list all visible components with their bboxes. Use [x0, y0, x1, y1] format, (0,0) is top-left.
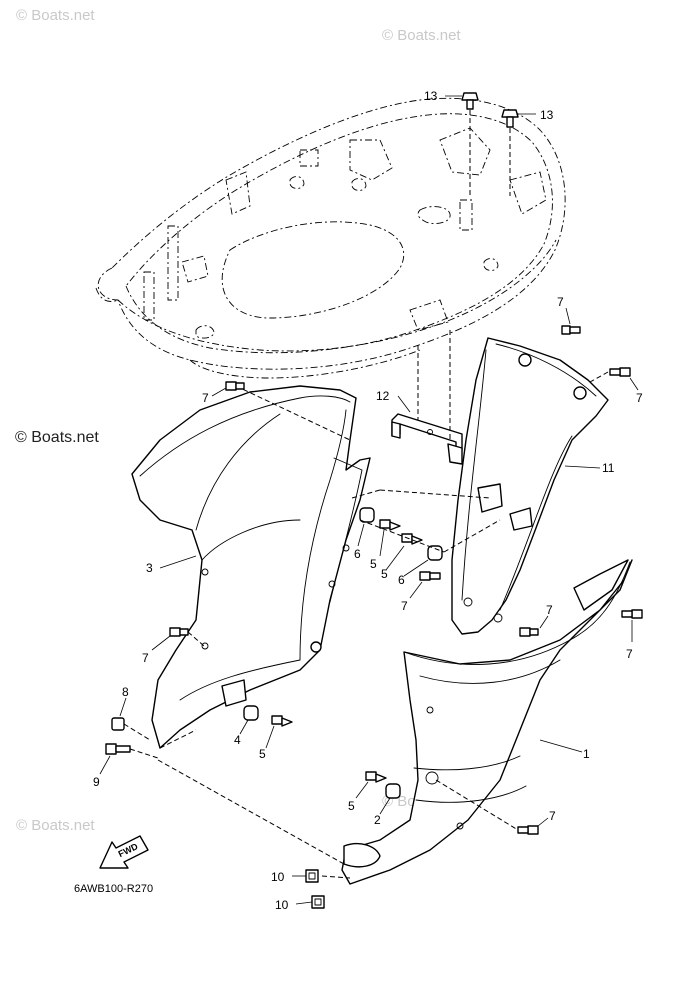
grommet-2: [385, 783, 401, 799]
grommet-4: [243, 705, 259, 721]
bolt-13-right: [501, 109, 519, 128]
grommet-6-upper: [359, 507, 375, 523]
callout-10a: 10: [271, 870, 285, 884]
callout-6b: 6: [398, 573, 405, 587]
callout-2: 2: [374, 813, 381, 827]
callout-4: 4: [234, 733, 241, 747]
callout-13b: 13: [540, 108, 554, 122]
callout-5d: 5: [348, 799, 355, 813]
outer-bottom-cover-1: [341, 559, 633, 885]
callout-7-right-upper: 7: [636, 391, 643, 405]
clip-10-a: [305, 869, 319, 883]
callout-1: 1: [583, 747, 590, 761]
bolt-7-mid: [419, 571, 441, 581]
diagram-code: 6AWB100-R270: [74, 883, 153, 895]
bolt-7-right-mid: [519, 627, 539, 637]
right-inner-cover-11: [451, 337, 609, 635]
nut-8: [111, 717, 125, 731]
callout-11: 11: [602, 461, 615, 475]
screw-5-upper-b: [401, 533, 423, 545]
callout-7-top-right: 7: [557, 295, 564, 309]
callout-7-left-upper: 7: [202, 391, 209, 405]
callout-8: 8: [122, 685, 129, 699]
callout-13a: 13: [424, 89, 438, 103]
clip-10-b: [311, 895, 325, 909]
callout-7-left-mid: 7: [142, 651, 149, 665]
bolt-13-left: [461, 92, 479, 110]
fwd-arrow-icon: FWD: [99, 835, 149, 869]
screw-5-upper-a: [379, 519, 401, 531]
left-inner-cover-3: [131, 385, 371, 749]
callout-12: 12: [376, 389, 390, 403]
screw-5-left: [271, 715, 293, 727]
callout-5a: 5: [370, 557, 377, 571]
callout-6a: 6: [354, 547, 361, 561]
watermark-left-middle: © Boats.net: [15, 429, 99, 446]
watermark-bottom-left: © Boats.net: [16, 817, 95, 834]
callout-10b: 10: [275, 898, 289, 912]
callout-7-mid: 7: [401, 599, 408, 613]
callout-7-bottom-right: 7: [549, 809, 556, 823]
bracket-12: [391, 413, 463, 465]
screw-5-lower: [365, 771, 387, 783]
bolt-7-right-upper: [609, 367, 631, 377]
bolt-7-bottom-right: [517, 825, 539, 835]
callout-7-right-mid: 7: [546, 603, 553, 617]
callout-7-far-right: 7: [626, 647, 633, 661]
bolt-7-left-upper: [225, 381, 245, 391]
phantom-cowling-tray: [95, 97, 566, 379]
callout-9: 9: [93, 775, 100, 789]
watermark-top-left: © Boats.net: [16, 7, 95, 24]
bolt-7-left-mid: [169, 627, 189, 637]
bolt-7-far-right: [621, 609, 643, 619]
callout-3: 3: [146, 561, 153, 575]
bolt-9: [105, 743, 131, 755]
callout-5c: 5: [259, 747, 266, 761]
watermark-top-center: © Boats.net: [382, 27, 461, 44]
bolt-7-top-right: [561, 325, 581, 335]
callout-5b: 5: [381, 567, 388, 581]
